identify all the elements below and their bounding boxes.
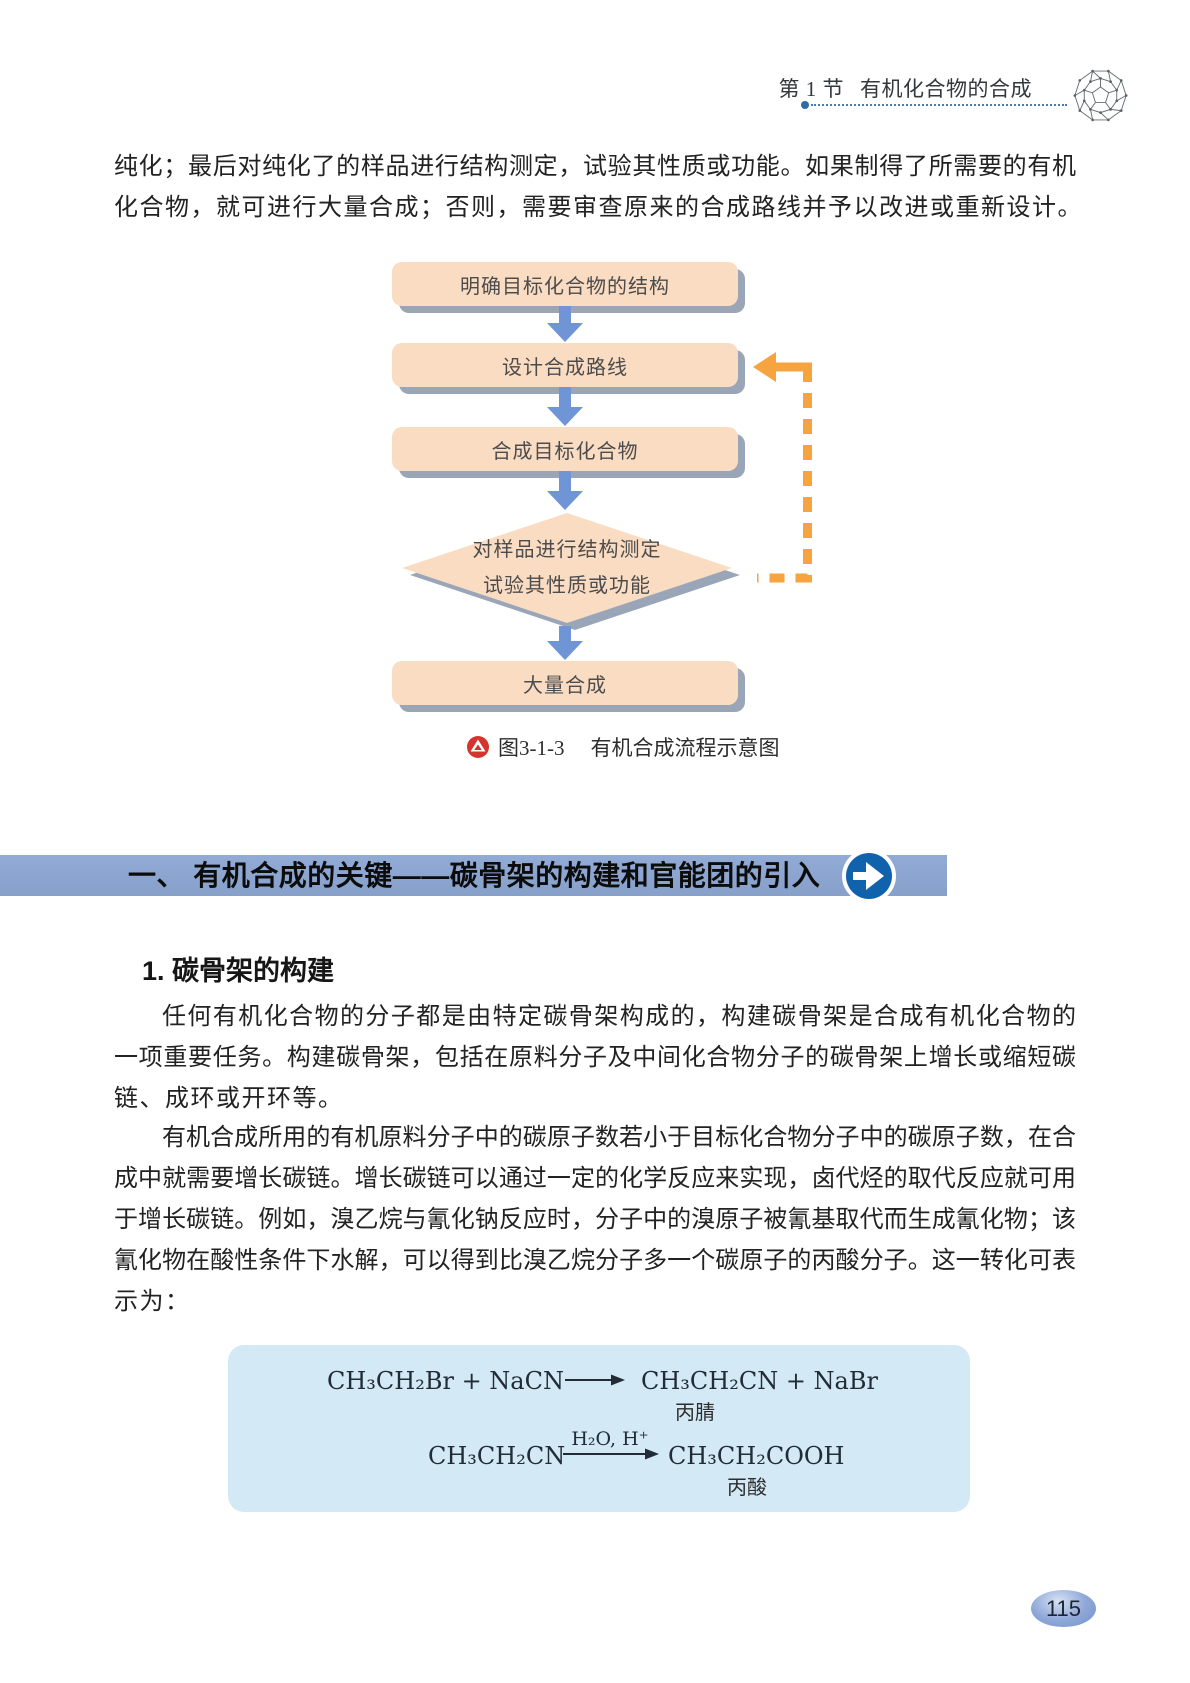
flow-step-define-structure: 明确目标化合物的结构 bbox=[392, 262, 738, 306]
header-title: 有机化合物的合成 bbox=[860, 77, 1032, 101]
flow-step-label: 明确目标化合物的结构 bbox=[460, 275, 670, 298]
eq1-rhs: CH₃CH₂CN + NaBr bbox=[641, 1367, 878, 1395]
eq2-product-label: 丙酸 bbox=[727, 1477, 767, 1499]
flow-decision-line: 对样品进行结构测定 bbox=[472, 539, 662, 561]
feedback-arrow bbox=[753, 352, 812, 583]
page-header: 第 1 节有机化合物的合成 bbox=[742, 73, 1032, 103]
eq2-lhs: CH₃CH₂CN bbox=[428, 1442, 566, 1470]
intro-line: 化合物，就可进行大量合成；否则，需要审查原来的合成路线并予以改进或重新设计。 bbox=[114, 195, 1083, 221]
subsection-title: 1. 碳骨架的构建 bbox=[142, 956, 335, 986]
arrow-down-icon bbox=[547, 626, 583, 660]
para3-line: 成中就需要增长碳链。增长碳链可以通过一定的化学反应来实现，卤代烃的取代反应就可用 bbox=[114, 1166, 1076, 1192]
eq1-lhs: CH₃CH₂Br + NaCN bbox=[327, 1367, 564, 1395]
flow-decision-diamond bbox=[402, 513, 740, 630]
intro-paragraph: 纯化；最后对纯化了的样品进行结构测定，试验其性质或功能。如果制得了所需要的有机 … bbox=[114, 147, 1083, 229]
page-number-badge: 115 bbox=[1031, 1590, 1096, 1627]
eq2-arrow-icon bbox=[563, 1448, 659, 1460]
section-arrow-icon bbox=[842, 849, 896, 903]
header-dotted-rule bbox=[811, 104, 1067, 106]
intro-line: 纯化；最后对纯化了的样品进行结构测定，试验其性质或功能。如果制得了所需要的有机 bbox=[114, 154, 1076, 180]
flow-step-label: 大量合成 bbox=[523, 674, 607, 697]
header-section-label: 第 1 节 bbox=[778, 77, 844, 101]
eq1-arrow-icon bbox=[565, 1374, 625, 1386]
figure-caption: 图3-1-3 有机合成流程示意图 bbox=[466, 732, 780, 762]
paragraph-2: 任何有机化合物的分子都是由特定碳骨架构成的，构建碳骨架是合成有机化合物的 一项重… bbox=[114, 997, 1076, 1120]
arrow-down-icon bbox=[547, 387, 583, 426]
figure-marker-icon bbox=[467, 736, 489, 758]
figure-caption-code: 图3-1-3 bbox=[498, 736, 565, 760]
section-title: 一、 有机合成的关键——碳骨架的构建和官能团的引入 bbox=[128, 860, 821, 891]
para3-line: 氰化物在酸性条件下水解，可以得到比溴乙烷分子多一个碳原子的丙酸分子。这一转化可表 bbox=[114, 1248, 1076, 1274]
flow-step-design-route: 设计合成路线 bbox=[392, 343, 738, 387]
arrow-down-icon bbox=[547, 471, 583, 510]
paragraph-3: 有机合成所用的有机原料分子中的碳原子数若小于目标化合物分子中的碳原子数，在合 成… bbox=[114, 1118, 1076, 1323]
eq2-condition: H₂O, H⁺ bbox=[571, 1428, 649, 1450]
section-band bbox=[0, 855, 947, 896]
arrow-down-icon bbox=[547, 306, 583, 342]
flow-decision-text: 对样品进行结构测定 试验其性质或功能 bbox=[402, 532, 732, 604]
flow-decision-line: 试验其性质或功能 bbox=[483, 575, 651, 597]
flow-step-label: 设计合成路线 bbox=[502, 356, 628, 379]
header-dot bbox=[801, 101, 809, 109]
para2-line: 一项重要任务。构建碳骨架，包括在原料分子及中间化合物分子的碳骨架上增长或缩短碳 bbox=[114, 1045, 1076, 1071]
eq1-product-label: 丙腈 bbox=[675, 1402, 715, 1424]
eq2-rhs: CH₃CH₂COOH bbox=[668, 1442, 845, 1470]
equation-box bbox=[228, 1345, 970, 1512]
flow-step-label: 合成目标化合物 bbox=[491, 440, 639, 463]
para3-line: 于增长碳链。例如，溴乙烷与氰化钠反应时，分子中的溴原子被氰基取代而生成氰化物；该 bbox=[114, 1207, 1076, 1233]
page-number: 115 bbox=[1045, 1595, 1082, 1621]
fullerene-icon bbox=[1073, 69, 1128, 122]
para3-line: 示为： bbox=[114, 1289, 191, 1315]
para2-line: 链、成环或开环等。 bbox=[114, 1086, 344, 1112]
para3-line: 有机合成所用的有机原料分子中的碳原子数若小于目标化合物分子中的碳原子数，在合 bbox=[162, 1125, 1076, 1151]
para2-line: 任何有机化合物的分子都是由特定碳骨架构成的，构建碳骨架是合成有机化合物的 bbox=[162, 1004, 1076, 1030]
flow-step-synthesize: 合成目标化合物 bbox=[392, 427, 738, 471]
flow-step-mass-synthesis: 大量合成 bbox=[392, 661, 738, 705]
figure-caption-title: 有机合成流程示意图 bbox=[590, 736, 780, 760]
